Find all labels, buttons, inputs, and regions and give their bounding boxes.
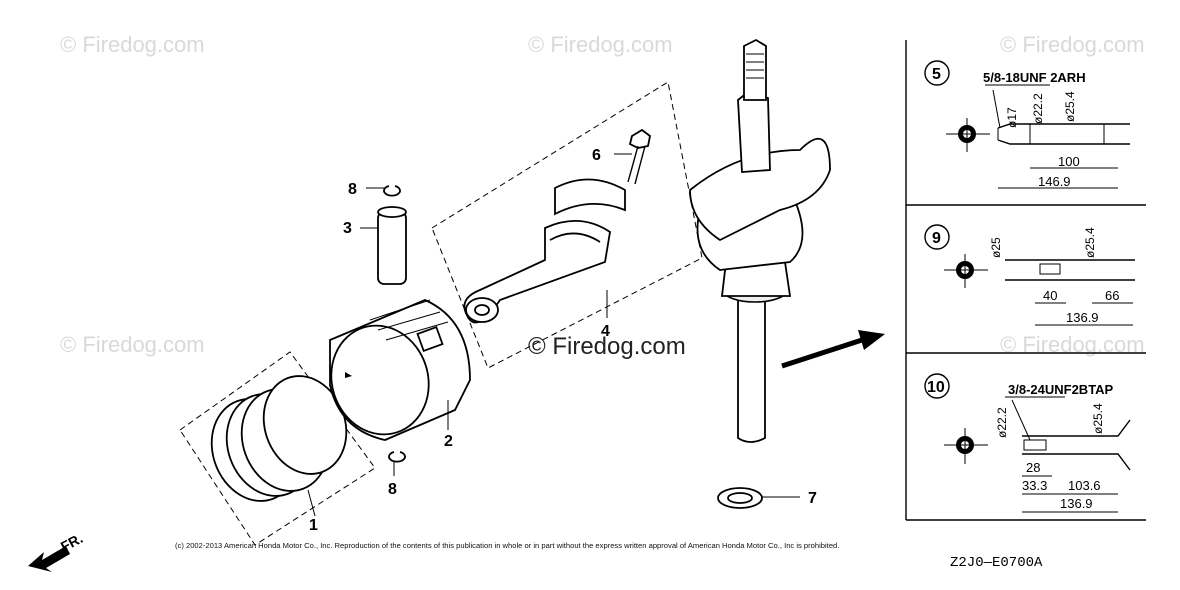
callout-2: 2 xyxy=(444,433,453,450)
piston xyxy=(329,299,471,441)
callout-4: 4 xyxy=(601,323,610,340)
detail-10-len103: 103.6 xyxy=(1068,478,1101,493)
watermark: © Firedog.com xyxy=(60,332,205,357)
detail-5-shaft xyxy=(924,60,1130,189)
crankshaft xyxy=(689,38,831,443)
detail-9-d254: ø25.4 xyxy=(1083,227,1097,258)
detail-5-thread: 5/8-18UNF 2ARH xyxy=(983,70,1086,85)
copyright-notice: (c) 2002-2013 American Honda Motor Co., … xyxy=(175,541,840,550)
connecting-rod xyxy=(431,81,703,369)
callout-9: 9 xyxy=(932,230,941,247)
piston-pin-clip-upper xyxy=(366,185,401,197)
detail-pointer-arrow xyxy=(781,330,885,369)
detail-5-d25: ø25.4 xyxy=(1063,91,1077,122)
detail-10-len136: 136.9 xyxy=(1060,496,1093,511)
piston-pin-clip-lower xyxy=(388,451,406,476)
watermark: © Firedog.com xyxy=(1000,32,1145,57)
callout-6: 6 xyxy=(592,147,601,164)
drawing-code: Z2J0—E0700A xyxy=(950,555,1043,571)
callout-3: 3 xyxy=(343,220,352,237)
detail-9-d25: ø25 xyxy=(989,237,1003,258)
callout-10: 10 xyxy=(927,379,945,396)
detail-5-d17: ø17 xyxy=(1005,107,1019,128)
detail-9-shaft xyxy=(924,224,1135,326)
piston-pin xyxy=(360,206,407,285)
watermark: © Firedog.com xyxy=(60,32,205,57)
piston-rings xyxy=(179,351,376,546)
detail-5-len146: 146.9 xyxy=(1038,174,1071,189)
thrust-washer xyxy=(717,487,800,509)
callout-8-lower: 8 xyxy=(388,481,397,498)
detail-10-shaft xyxy=(924,373,1131,513)
detail-9-len136: 136.9 xyxy=(1066,310,1099,325)
watermark-center: © Firedog.com xyxy=(528,333,686,360)
detail-10-len33: 33.3 xyxy=(1022,478,1047,493)
detail-10-d25: ø25.4 xyxy=(1091,403,1105,434)
detail-10-len28: 28 xyxy=(1026,460,1040,475)
detail-10-d22: ø22.2 xyxy=(995,407,1009,438)
callout-8-upper: 8 xyxy=(348,181,357,198)
detail-5-len100: 100 xyxy=(1058,154,1080,169)
watermark: © Firedog.com xyxy=(528,32,673,57)
detail-9-len66: 66 xyxy=(1105,288,1119,303)
detail-5-d22: ø22.2 xyxy=(1031,93,1045,124)
detail-10-thread: 3/8-24UNF2BTAP xyxy=(1008,382,1114,397)
callout-7: 7 xyxy=(808,490,817,507)
detail-9-len40: 40 xyxy=(1043,288,1057,303)
detail-panel xyxy=(905,40,1146,521)
callout-1: 1 xyxy=(309,517,318,534)
callout-5: 5 xyxy=(932,66,941,83)
connecting-rod-bolt xyxy=(614,128,651,185)
front-direction-arrow: FR. xyxy=(28,530,85,572)
